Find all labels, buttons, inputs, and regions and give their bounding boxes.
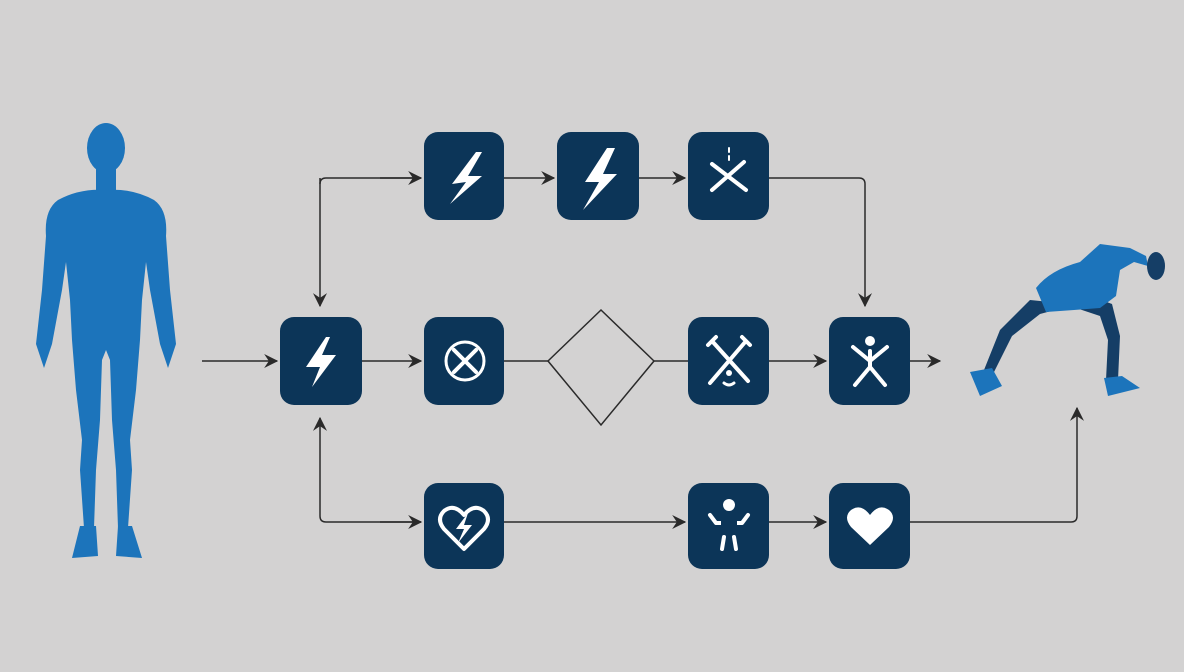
- crossed-bones-icon: [706, 335, 752, 387]
- person-flexing-icon: [708, 499, 750, 551]
- broken-heart-lightning-icon: [438, 505, 490, 551]
- arrow-bottom-to-hub: [313, 416, 421, 523]
- arrow-top-to-hub: [313, 177, 421, 308]
- lightning-bolt-icon: [306, 337, 336, 387]
- person-jumping-icon: [851, 336, 889, 387]
- node-top-3[interactable]: [688, 132, 769, 220]
- node-mid-1[interactable]: [424, 317, 504, 405]
- node-mid-3[interactable]: [688, 317, 769, 405]
- node-mid-4[interactable]: [829, 317, 910, 405]
- arrow-bottom3-to-end: [910, 406, 1084, 523]
- node-bottom-2[interactable]: [688, 483, 769, 569]
- node-top-2[interactable]: [557, 132, 639, 220]
- node-bottom-1[interactable]: [424, 483, 504, 569]
- decision-diamond: [546, 308, 656, 427]
- crossed-bones-icon: [710, 147, 748, 192]
- stretching-person-icon: [970, 244, 1165, 396]
- node-hub[interactable]: [280, 317, 362, 405]
- circle-x-icon: [444, 340, 486, 382]
- heart-icon: [847, 507, 893, 545]
- standing-human-body-icon: [36, 123, 176, 558]
- node-top-1[interactable]: [424, 132, 504, 220]
- arrow-top3-to-mid4: [769, 177, 872, 308]
- lightning-bolt-icon: [450, 152, 482, 204]
- lightning-bolt-icon: [583, 148, 617, 210]
- node-bottom-3[interactable]: [829, 483, 910, 569]
- connectors: [202, 171, 1084, 529]
